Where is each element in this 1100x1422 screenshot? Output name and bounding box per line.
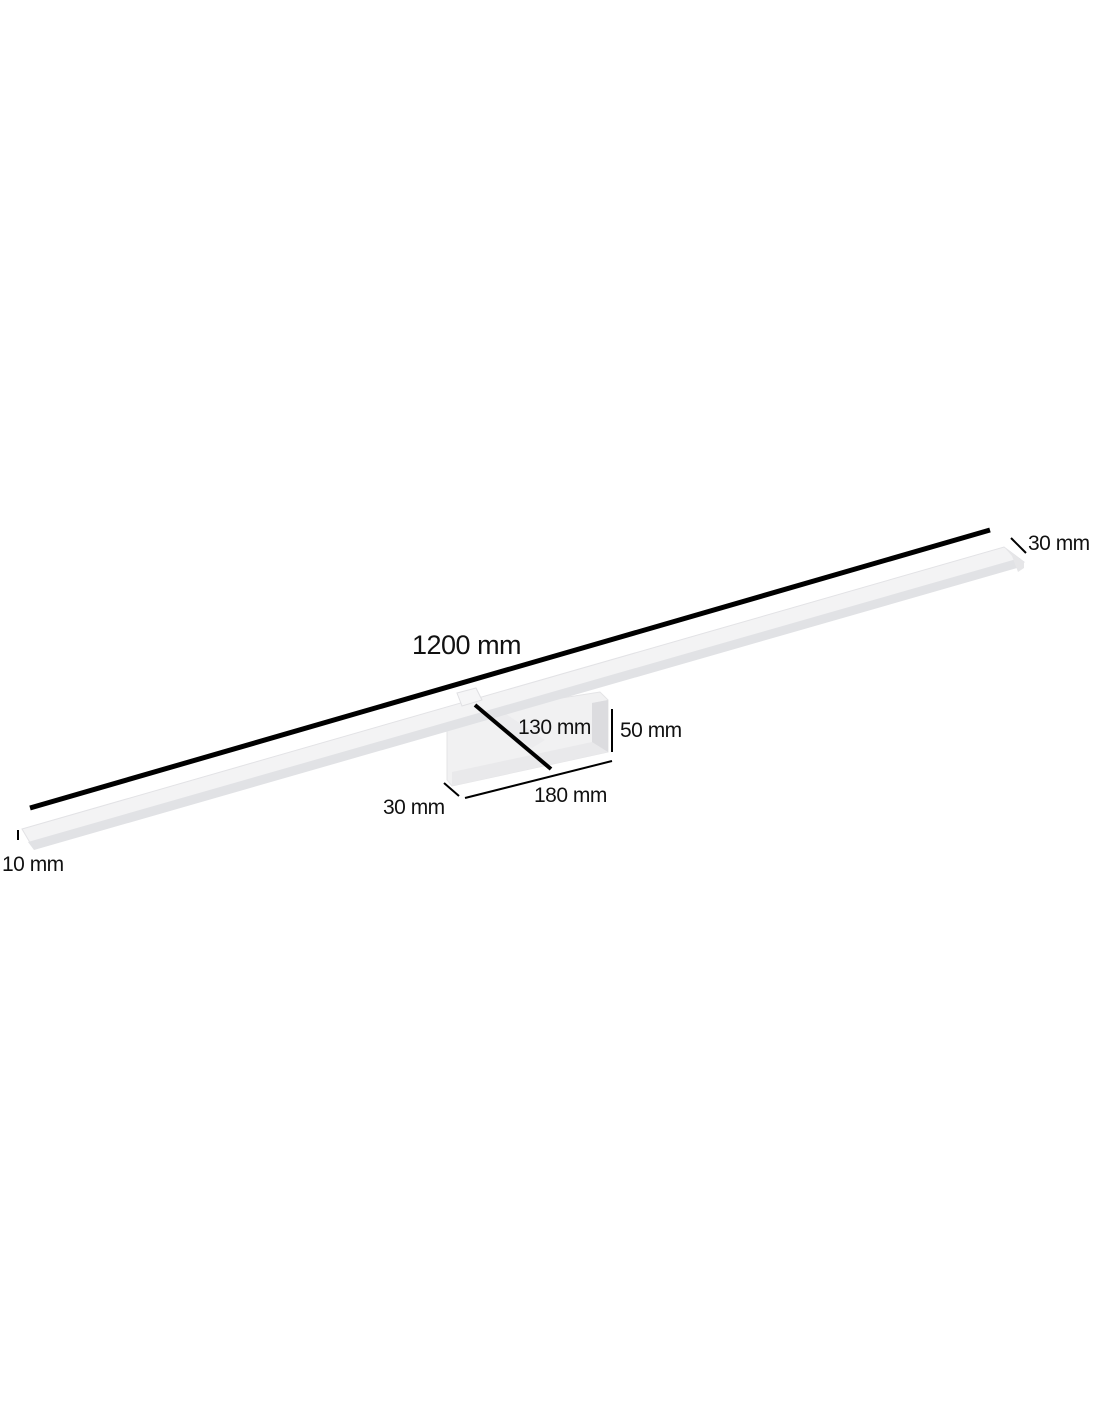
mount-depth-label: 30 mm — [383, 796, 445, 819]
arm-length-label: 130 mm — [518, 716, 591, 739]
bar-height-label: 10 mm — [2, 853, 64, 876]
width-dimension-line — [464, 760, 613, 799]
arm-joint-block — [456, 687, 483, 707]
mount-depth-dimension-line — [443, 782, 460, 797]
bar-depth-label: 30 mm — [1028, 532, 1090, 555]
arm-dimension-line — [473, 703, 553, 771]
length-dimension-line — [29, 527, 991, 811]
bar-depth-dimension-line — [1010, 537, 1027, 554]
length-label: 1200 mm — [412, 630, 522, 660]
mount-height-label: 50 mm — [620, 719, 682, 742]
light-bar — [21, 546, 1026, 850]
mount-width-label: 180 mm — [534, 784, 607, 807]
